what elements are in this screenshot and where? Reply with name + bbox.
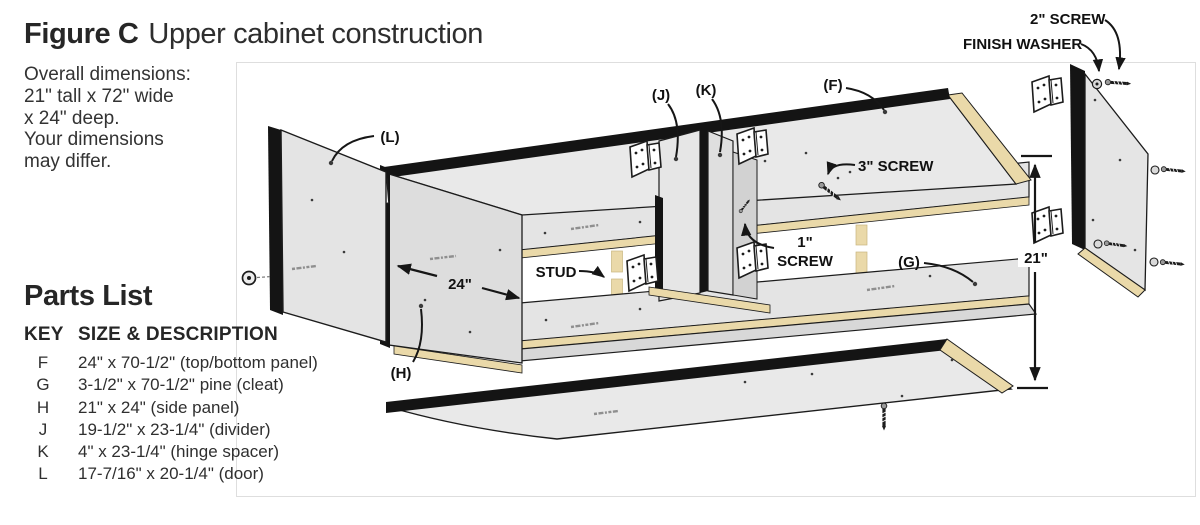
part-desc: 21" x 24" (side panel) <box>78 397 240 417</box>
part-key: L <box>38 464 48 484</box>
part-key: F <box>37 353 49 372</box>
callouts: (L) (J) (K) (F) 3" SCREW 1" SCREW (G) (H… <box>328 11 1126 382</box>
parts-list-header: KEY SIZE & DESCRIPTION <box>24 324 278 346</box>
page-title: Figure C Upper cabinet construction <box>24 18 483 51</box>
right-door <box>1070 64 1188 298</box>
dimension-depth: 24" <box>396 263 521 301</box>
bottom-cleat <box>519 257 1030 350</box>
label-door: (L) <box>380 129 399 146</box>
label-divider: (J) <box>652 87 670 104</box>
parts-list-rows: F 24" x 70-1/2" (top/bottom panel) G 3-1… <box>24 352 318 486</box>
screw-icon <box>1093 239 1129 250</box>
part-desc: 17-7/16" x 20-1/4" (door) <box>78 464 264 484</box>
part-key: H <box>36 397 50 417</box>
part-key: J <box>38 419 48 439</box>
table-row: F 24" x 70-1/2" (top/bottom panel) <box>24 352 318 374</box>
left-door <box>241 126 387 343</box>
bottom-panel <box>386 338 1014 440</box>
part-desc: 3-1/2" x 70-1/2" pine (cleat) <box>78 375 284 395</box>
note-line: x 24" deep. <box>24 107 120 129</box>
col-desc-header: SIZE & DESCRIPTION <box>78 324 278 345</box>
table-row: J 19-1/2" x 23-1/4" (divider) <box>24 419 318 441</box>
dimension-height: 21" <box>1017 154 1054 390</box>
label-top-panel: (F) <box>823 77 842 94</box>
table-row: H 21" x 24" (side panel) <box>24 397 318 419</box>
label-1in-screw-line1: 1" <box>797 234 812 251</box>
table-row: L 17-7/16" x 20-1/4" (door) <box>24 463 318 485</box>
note-line: 21" tall x 72" wide <box>24 85 174 107</box>
label-3in-screw: 3" SCREW <box>858 158 934 175</box>
figure-subtitle: Upper cabinet construction <box>148 18 483 50</box>
parts-list-heading: Parts List <box>24 280 153 312</box>
label-finish-washer: FINISH WASHER <box>963 36 1082 53</box>
screw-icon <box>1149 257 1187 269</box>
label-hinge-spacer: (K) <box>696 82 717 99</box>
screw-icon <box>1150 164 1188 176</box>
label-cleat: (G) <box>898 254 920 271</box>
door-knob <box>241 270 273 286</box>
overall-dimensions-note: Overall dimensions: 21" tall x 72" wide … <box>24 64 191 173</box>
note-line: may differ. <box>24 151 112 173</box>
part-key: G <box>36 375 50 395</box>
col-key-header: KEY <box>24 324 64 345</box>
dimension-height-text: 21" <box>1024 250 1048 267</box>
note-line: Overall dimensions: <box>24 64 191 85</box>
label-2in-screw: 2" SCREW <box>1030 11 1106 28</box>
label-stud: STUD <box>536 264 577 281</box>
dimension-depth-text: 24" <box>448 276 472 293</box>
table-row: K 4" x 23-1/4" (hinge spacer) <box>24 441 318 463</box>
figure-label: Figure C <box>24 18 139 50</box>
label-side-panel: (H) <box>391 365 412 382</box>
part-key: K <box>37 442 49 462</box>
part-desc: 19-1/2" x 23-1/4" (divider) <box>78 419 271 439</box>
label-1in-screw-line2: SCREW <box>777 253 834 270</box>
part-desc: 4" x 23-1/4" (hinge spacer) <box>78 442 280 462</box>
note-line: Your dimensions <box>24 129 164 151</box>
finish-washer-icon <box>1091 78 1103 90</box>
part-desc: 24" x 70-1/2" (top/bottom panel) <box>78 353 318 372</box>
table-row: G 3-1/2" x 70-1/2" pine (cleat) <box>24 374 318 396</box>
